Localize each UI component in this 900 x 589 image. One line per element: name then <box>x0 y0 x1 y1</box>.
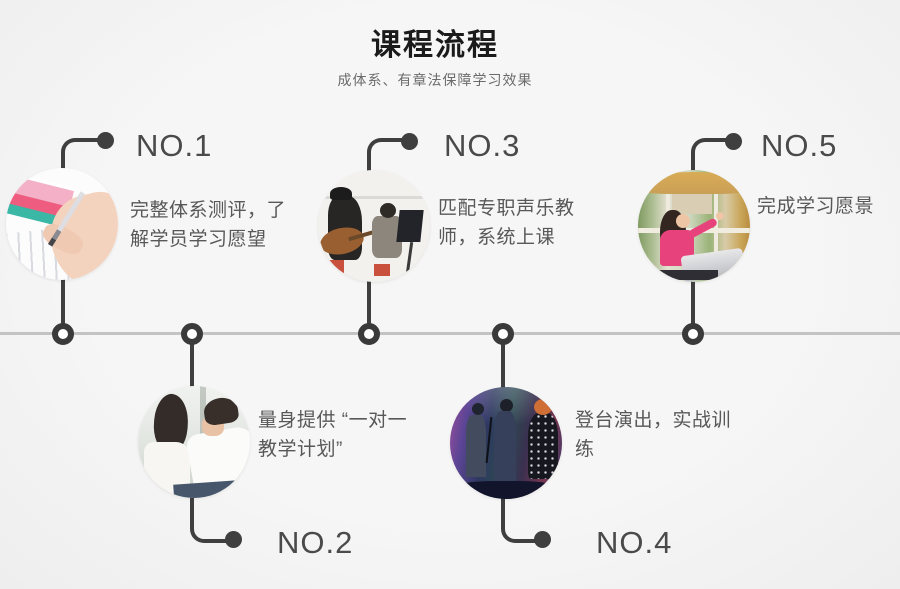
connector-dot-step3 <box>401 133 418 150</box>
timeline-node-step3 <box>358 323 380 345</box>
timeline-node-step5 <box>682 323 704 345</box>
wall-line-shape <box>318 196 430 199</box>
step-description-3: 匹配专职声乐教 师，系统上课 <box>438 194 588 252</box>
connector-dot-step1 <box>97 132 114 149</box>
desc-line: 教学计划” <box>258 439 343 460</box>
performer-head-shape <box>500 399 513 412</box>
step-description-5: 完成学习愿景 <box>757 192 900 221</box>
timeline-line <box>0 332 900 335</box>
step-label-5: NO.5 <box>761 128 838 163</box>
music-stand-shape <box>396 210 424 242</box>
performer-shape <box>466 415 486 477</box>
desc-line: 登台演出，实战训 <box>575 410 732 431</box>
singer-face-shape <box>676 214 690 228</box>
stage-performance-photo <box>450 387 562 499</box>
music-lesson-photo <box>318 170 430 282</box>
student-head-shape <box>380 203 396 218</box>
desc-line: 量身提供 “一对一 <box>258 410 408 431</box>
crowd-silhouette-shape <box>450 481 562 499</box>
step-description-1: 完整体系测评，了 解学员学习愿望 <box>130 196 294 254</box>
step-label-3: NO.3 <box>444 128 521 163</box>
desc-line: 解学员学习愿望 <box>130 229 267 250</box>
red-stool-shape <box>374 264 390 276</box>
timeline-node-step2 <box>181 323 203 345</box>
cap-shape <box>330 187 352 200</box>
one-on-one-plan-photo <box>138 386 250 498</box>
timeline-node-step4 <box>492 323 514 345</box>
connector-dot-step5 <box>725 133 742 150</box>
performer-head-shape <box>472 403 484 415</box>
step-label-4: NO.4 <box>596 525 673 560</box>
timeline-node-step1 <box>52 323 74 345</box>
connector-dot-step2 <box>225 531 242 548</box>
window-blind-shape <box>672 194 712 214</box>
desc-line: 完成学习愿景 <box>757 196 875 217</box>
desc-line: 匹配专职声乐教 <box>438 198 575 219</box>
step-label-2: NO.2 <box>277 525 354 560</box>
ceiling-arch-shape <box>638 172 750 194</box>
step-label-1: NO.1 <box>136 128 213 163</box>
performer-shape <box>494 411 516 481</box>
polka-dot-performer-shape <box>528 413 558 479</box>
page-title: 课程流程 <box>371 29 499 62</box>
orange-hair-shape <box>534 399 552 415</box>
desc-line: 师，系统上课 <box>438 227 556 248</box>
page-subtitle: 成体系、有章法保障学习效果 <box>337 72 533 88</box>
connector-dot-step4 <box>534 531 551 548</box>
desc-line: 练 <box>575 439 595 460</box>
step-description-4: 登台演出，实战训 练 <box>575 406 741 464</box>
red-stool-shape <box>326 260 344 274</box>
singer-hand-shape <box>716 212 724 220</box>
step-description-2: 量身提供 “一对一 教学计划” <box>258 406 434 464</box>
desc-line: 完整体系测评，了 <box>130 200 287 221</box>
keyboard-shape <box>658 270 718 280</box>
window-mullion-shape <box>714 190 718 262</box>
writing-assessment-photo <box>6 168 118 280</box>
singing-achievement-photo <box>638 170 750 282</box>
